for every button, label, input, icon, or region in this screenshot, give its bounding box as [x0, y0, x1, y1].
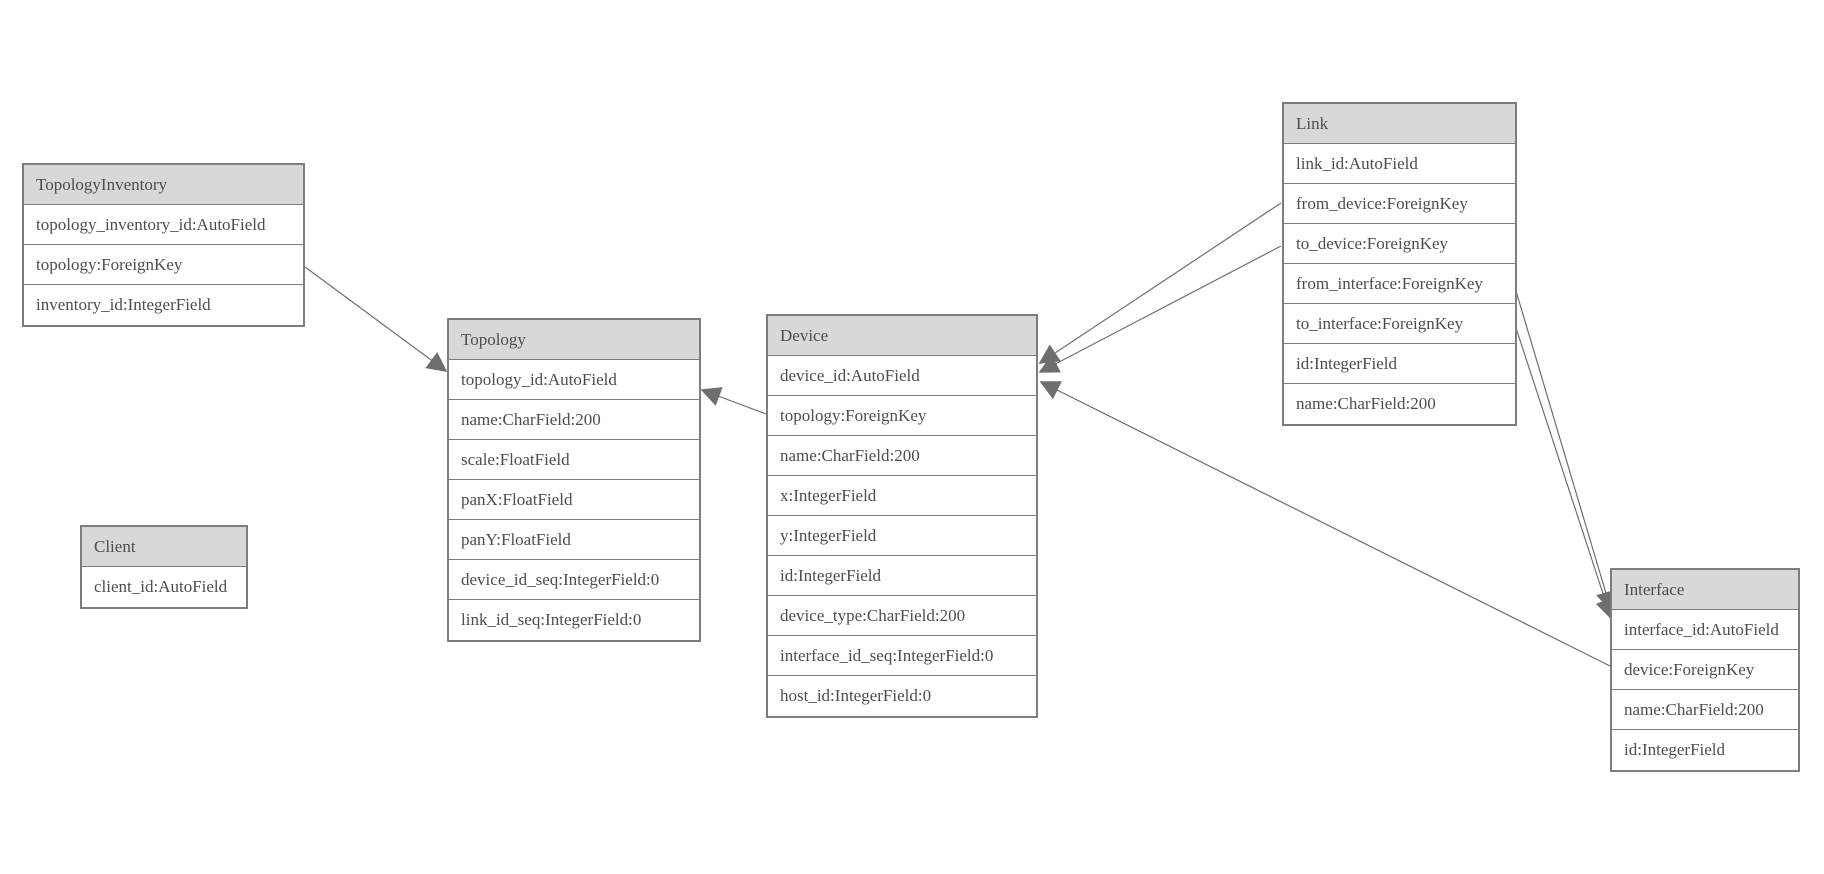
entity-title-interface: Interface [1612, 570, 1798, 610]
entity-title-link: Link [1284, 104, 1515, 144]
entity-field: topology_inventory_id:AutoField [24, 205, 303, 245]
relation-topologyinventory-topology-to-topology [304, 266, 448, 372]
entity-field: device_type:CharField:200 [768, 596, 1036, 636]
entity-field: scale:FloatField [449, 440, 699, 480]
entity-field: inventory_id:IntegerField [24, 285, 303, 325]
entity-field: name:CharField:200 [1284, 384, 1515, 424]
entity-field: host_id:IntegerField:0 [768, 676, 1036, 716]
entity-field: topology:ForeignKey [24, 245, 303, 285]
entity-field: link_id:AutoField [1284, 144, 1515, 184]
entity-field: link_id_seq:IntegerField:0 [449, 600, 699, 640]
entity-field: from_interface:ForeignKey [1284, 264, 1515, 304]
relation-link-from_interface-to-interface [1515, 290, 1616, 612]
entity-field: id:IntegerField [1284, 344, 1515, 384]
entity-field: name:CharField:200 [1612, 690, 1798, 730]
entity-field: interface_id_seq:IntegerField:0 [768, 636, 1036, 676]
entity-title-device: Device [768, 316, 1036, 356]
entity-field: from_device:ForeignKey [1284, 184, 1515, 224]
entity-field: interface_id:AutoField [1612, 610, 1798, 650]
entity-title-topologyinventory: TopologyInventory [24, 165, 303, 205]
entity-field: to_interface:ForeignKey [1284, 304, 1515, 344]
entity-field: device:ForeignKey [1612, 650, 1798, 690]
entity-field: name:CharField:200 [768, 436, 1036, 476]
entity-field: topology:ForeignKey [768, 396, 1036, 436]
entity-field: id:IntegerField [768, 556, 1036, 596]
entity-field: id:IntegerField [1612, 730, 1798, 770]
relation-link-to_interface-to-interface [1515, 327, 1615, 620]
entity-field: device_id:AutoField [768, 356, 1036, 396]
entity-field: y:IntegerField [768, 516, 1036, 556]
entity-field: client_id:AutoField [82, 567, 246, 607]
entity-field: topology_id:AutoField [449, 360, 699, 400]
entity-field: to_device:ForeignKey [1284, 224, 1515, 264]
relation-device-topology-to-topology [700, 387, 767, 415]
entity-field: panY:FloatField [449, 520, 699, 560]
relation-link-to_device-to-device [1038, 245, 1282, 373]
entity-field: x:IntegerField [768, 476, 1036, 516]
entity-title-topology: Topology [449, 320, 699, 360]
entity-field: device_id_seq:IntegerField:0 [449, 560, 699, 600]
entity-field: panX:FloatField [449, 480, 699, 520]
entity-title-client: Client [82, 527, 246, 567]
relation-link-from_device-to-device [1038, 202, 1282, 364]
entity-field: name:CharField:200 [449, 400, 699, 440]
